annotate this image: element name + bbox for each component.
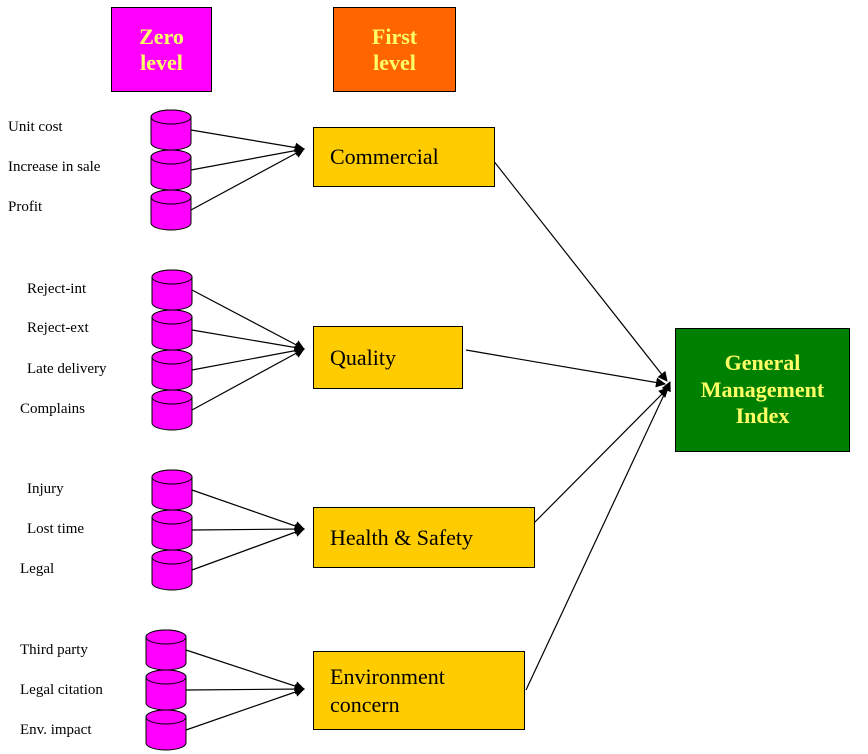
first-level-box-environment: Environment concern [313,651,525,730]
connector-arrow [190,145,305,171]
zero-level-label: Injury [27,481,64,497]
zero-level-label: Late delivery [27,361,107,377]
zero-level-label: Legal citation [20,682,103,698]
connector-arrow [185,684,305,695]
connector-arrow [185,649,305,691]
database-cylinder-top [151,389,193,405]
connector-arrow [191,348,305,411]
first-level-box-commercial: Commercial [313,127,495,187]
connector-arrow [190,148,305,211]
database-cylinder-top [150,189,192,205]
database-cylinder-top [150,109,192,125]
connector-arrow [190,129,305,153]
zero-level-label: Lost time [27,521,85,537]
database-cylinder-top [151,509,193,525]
connector-arrow [484,149,668,382]
connector-arrow [191,345,305,371]
zero-level-label: Complains [20,401,86,417]
zero-level-label: Increase in sale [8,159,101,175]
database-cylinder-top [145,669,187,685]
connector-arrow [465,349,666,388]
connector-arrow [191,527,305,571]
first-level-header: First level [333,7,456,92]
zero-level-label: Reject-int [27,281,87,297]
database-cylinder-top [145,709,187,725]
connector-arrow [191,289,305,350]
connector-arrow [525,381,671,691]
database-cylinder-top [151,269,193,285]
zero-level-label: Profit [8,199,43,215]
database-cylinder-top [151,309,193,325]
connector-arrow [191,524,305,535]
zero-level-label: Unit cost [8,119,63,135]
zero-level-label: Third party [20,642,88,658]
first-level-box-health-safety: Health & Safety [313,507,535,568]
general-management-index-box: General Management Index [675,328,850,452]
zero-level-header: Zero level [111,7,212,92]
first-level-box-quality: Quality [313,326,463,389]
database-cylinder-top [151,469,193,485]
connector-arrow [526,387,669,531]
database-cylinder-top [151,349,193,365]
connector-arrow [191,489,305,531]
connector-arrow [191,329,305,353]
database-cylinder-top [151,549,193,565]
zero-level-label: Reject-ext [27,320,89,336]
connector-arrow [185,687,305,731]
database-cylinder-top [145,629,187,645]
database-cylinder-top [150,149,192,165]
zero-level-label: Env. impact [20,722,92,738]
zero-level-label: Legal [20,561,55,577]
